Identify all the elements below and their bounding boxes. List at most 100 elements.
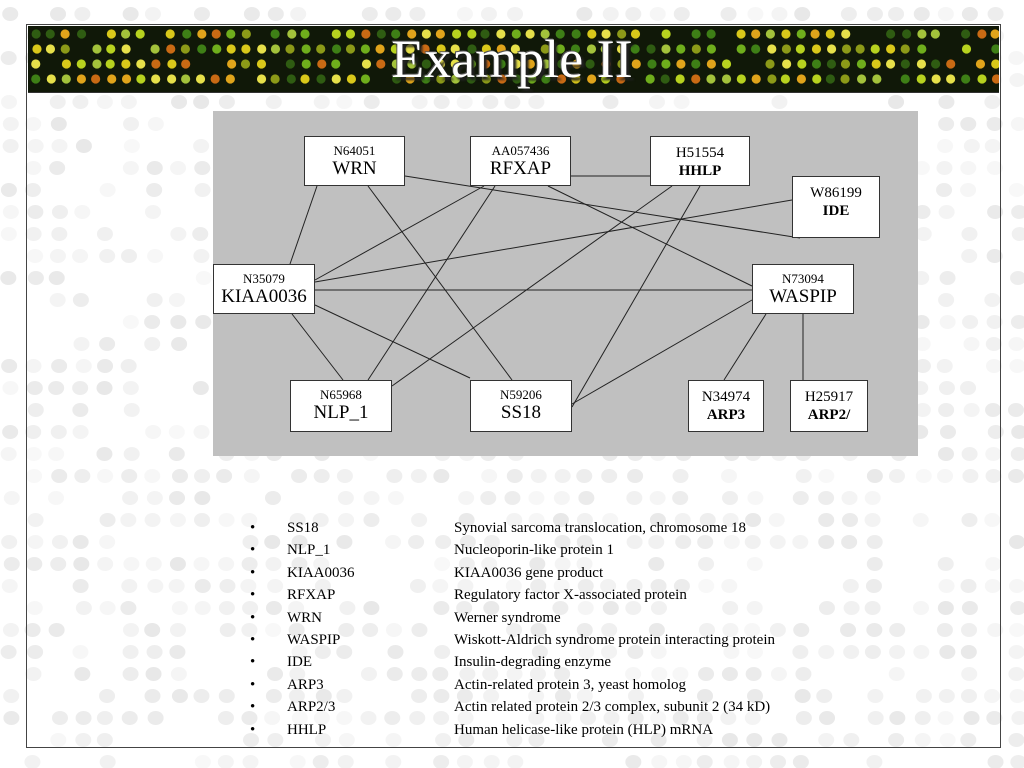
banner-dot <box>226 29 236 39</box>
background-dot <box>603 711 620 725</box>
background-dot <box>72 95 89 109</box>
banner-dot <box>405 74 415 84</box>
banner-dot <box>316 44 326 54</box>
node-gene: WRN <box>332 158 377 179</box>
legend-symbol: ARP2/3 <box>287 699 336 716</box>
node-gene: IDE <box>822 203 850 219</box>
node-gene: ARP3 <box>706 407 746 423</box>
background-dot <box>75 733 92 747</box>
banner-dot <box>946 59 956 69</box>
background-dot <box>937 557 954 571</box>
background-dot <box>627 711 644 725</box>
background-dot <box>242 535 259 549</box>
edge-hhlp-ss18 <box>571 185 701 408</box>
background-dot <box>24 183 41 197</box>
background-dot <box>554 557 571 571</box>
background-dot <box>720 7 737 21</box>
background-dot <box>1009 689 1024 703</box>
background-dot <box>866 557 883 571</box>
background-dot <box>721 667 738 681</box>
banner-dot <box>345 29 356 39</box>
node-hhlp: H51554 HHLP <box>650 136 750 186</box>
bullet: • <box>250 654 256 671</box>
node-accession: N73094 <box>782 271 824 286</box>
background-dot <box>168 293 185 307</box>
banner-dot <box>435 59 446 69</box>
background-dot <box>985 469 1002 483</box>
background-dot <box>99 337 116 351</box>
background-dot <box>939 271 956 285</box>
background-dot <box>1011 425 1024 439</box>
background-dot <box>987 623 1004 637</box>
background-dot <box>794 7 811 21</box>
background-dot <box>144 7 161 21</box>
background-dot <box>240 579 257 593</box>
background-dot <box>528 95 545 109</box>
background-dot <box>506 667 523 681</box>
edge-ide-kiaa <box>314 199 793 283</box>
background-dot <box>530 579 547 593</box>
background-dot <box>602 601 619 615</box>
background-dot <box>171 601 188 615</box>
background-dot <box>144 469 161 483</box>
background-dot <box>987 755 1004 768</box>
edge-waspip-arp3 <box>723 313 767 381</box>
banner-dot <box>691 44 701 54</box>
background-dot <box>362 623 379 637</box>
background-dot <box>1008 403 1024 417</box>
background-dot <box>866 7 883 21</box>
background-dot <box>769 535 786 549</box>
banner-dot <box>811 44 822 54</box>
background-dot <box>218 601 235 615</box>
background-dot <box>866 469 883 483</box>
banner-dot <box>450 59 460 69</box>
legend-description: Insulin-degrading enzyme <box>454 654 612 671</box>
background-dot <box>433 469 450 483</box>
banner-dot <box>617 29 627 39</box>
banner-dot <box>630 29 641 39</box>
network-edges <box>289 175 804 408</box>
background-dot <box>650 645 667 659</box>
banner-dot <box>647 59 657 69</box>
background-dot <box>194 755 211 768</box>
background-dot <box>291 469 308 483</box>
background-dot <box>771 7 788 21</box>
banner-dot <box>991 44 999 54</box>
background-dot <box>888 667 905 681</box>
banner-dot <box>106 44 116 54</box>
background-dot <box>144 315 161 329</box>
legend-symbol: WASPIP <box>287 631 341 648</box>
background-dot <box>97 359 114 373</box>
background-dot <box>72 579 89 593</box>
background-dot <box>26 601 43 615</box>
node-arp3: N34974 ARP3 <box>688 380 764 432</box>
banner-dot <box>195 74 206 84</box>
background-dot <box>458 491 475 505</box>
background-dot <box>985 403 1002 417</box>
banner-dot <box>841 29 851 39</box>
background-dot <box>218 513 235 527</box>
background-dot <box>626 579 643 593</box>
background-dot <box>744 623 761 637</box>
background-dot <box>0 51 17 65</box>
background-dot <box>938 293 955 307</box>
background-dot <box>25 425 42 439</box>
legend-description: KIAA0036 gene product <box>454 564 604 581</box>
background-dot <box>1010 601 1024 615</box>
background-dot <box>27 403 44 417</box>
banner-dot <box>721 74 732 84</box>
background-dot <box>315 733 332 747</box>
banner-dot <box>512 74 522 84</box>
background-dot <box>99 513 116 527</box>
background-dot <box>1 359 18 373</box>
background-dot <box>552 513 569 527</box>
background-dot <box>722 491 739 505</box>
banner-dot <box>796 29 806 39</box>
background-dot <box>314 645 331 659</box>
background-dot <box>914 337 931 351</box>
background-dot <box>602 7 619 21</box>
background-dot <box>194 491 211 505</box>
banner-dot <box>840 74 850 84</box>
banner-dot <box>361 59 372 69</box>
